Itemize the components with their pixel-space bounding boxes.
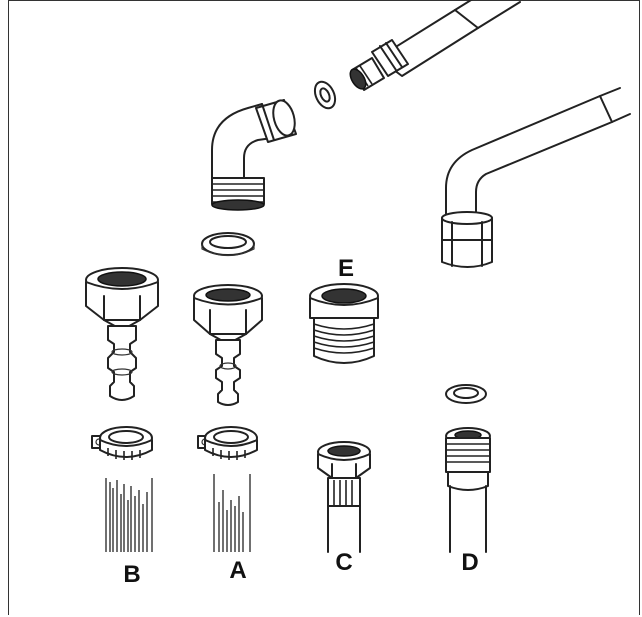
label-c: C (335, 549, 352, 576)
top-pipe-with-nut (349, 0, 521, 91)
fitting-b (85, 267, 159, 401)
hose-a (213, 474, 251, 552)
fitting-e (309, 283, 379, 364)
figure-frame (8, 0, 640, 615)
label-d: D (461, 549, 478, 576)
label-b: B (123, 561, 140, 588)
clamp-ring-a (197, 426, 258, 460)
fitting-d (445, 427, 491, 553)
label-a: A (229, 557, 246, 584)
label-e: E (338, 255, 354, 282)
top-washer (313, 80, 337, 110)
right-elbow-pipe (441, 87, 631, 268)
elbow-fitting (211, 99, 297, 211)
d-washer (445, 384, 487, 404)
elbow-washer (201, 232, 255, 257)
hose-b (105, 478, 153, 552)
clamp-ring-b (91, 426, 153, 460)
fitting-a (193, 284, 263, 406)
fitting-c (317, 441, 371, 553)
